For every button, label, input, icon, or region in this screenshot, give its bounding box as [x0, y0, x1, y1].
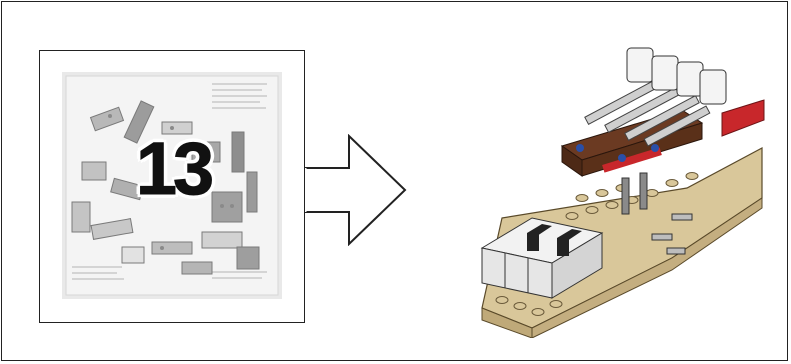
right-arrow-icon — [305, 134, 409, 246]
built-model-illustration — [472, 38, 772, 338]
parts-bag-panel: 13 — [39, 50, 305, 323]
bag-number-label: 13 — [78, 126, 268, 211]
